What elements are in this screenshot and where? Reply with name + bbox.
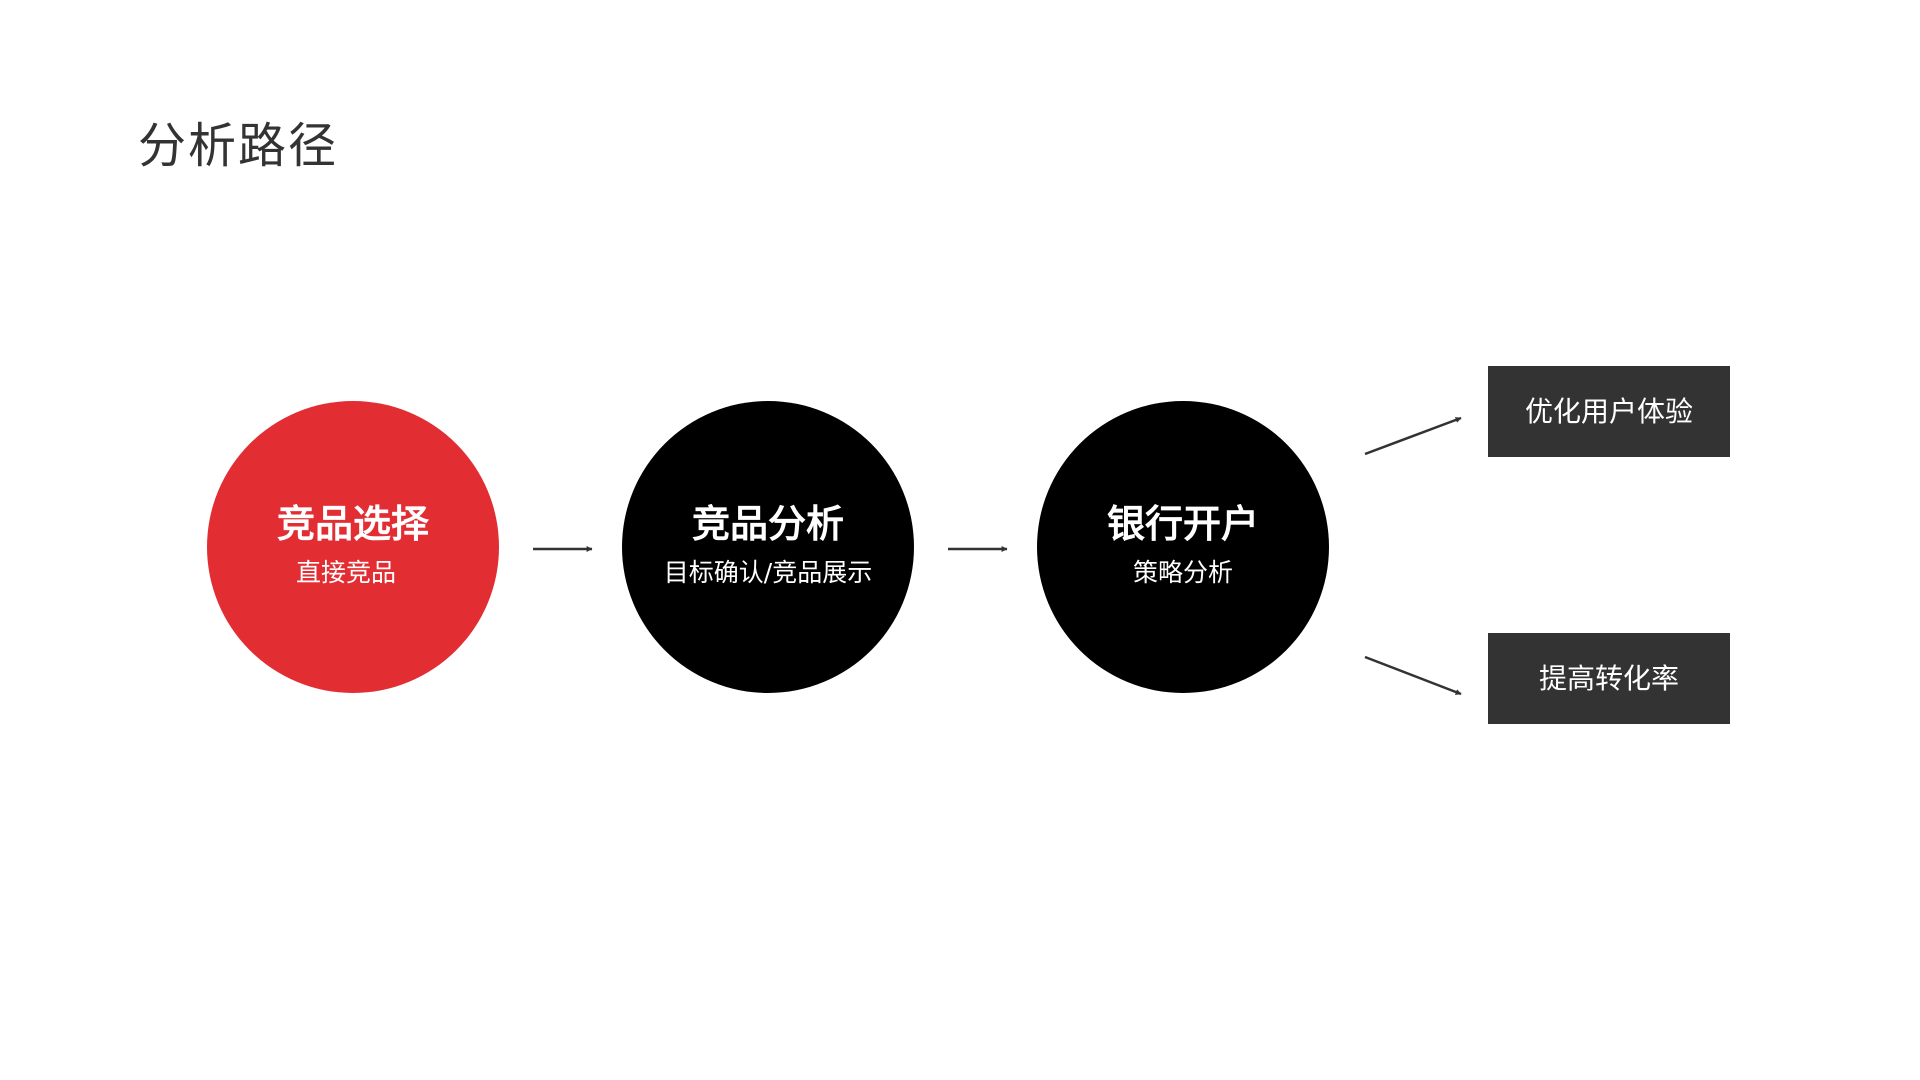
node-subtitle: 直接竞品 — [295, 558, 396, 587]
node-title: 银行开户 — [1106, 502, 1259, 546]
node-subtitle: 目标确认/竞品展示 — [663, 558, 873, 587]
arrow-icon — [1364, 655, 1462, 696]
outcome-box-user-experience: 优化用户体验 — [1488, 366, 1730, 457]
node-subtitle: 策略分析 — [1132, 558, 1233, 587]
page-title: 分析路径 — [138, 118, 339, 174]
node-title: 竞品分析 — [691, 502, 844, 546]
node-competitor-analysis: 竞品分析 目标确认/竞品展示 — [622, 401, 914, 693]
node-bank-account-opening: 银行开户 策略分析 — [1037, 401, 1329, 693]
outcome-box-conversion: 提高转化率 — [1488, 633, 1730, 724]
node-title: 竞品选择 — [276, 502, 429, 546]
node-competitor-selection: 竞品选择 直接竞品 — [207, 401, 499, 693]
arrow-icon — [1364, 416, 1462, 456]
